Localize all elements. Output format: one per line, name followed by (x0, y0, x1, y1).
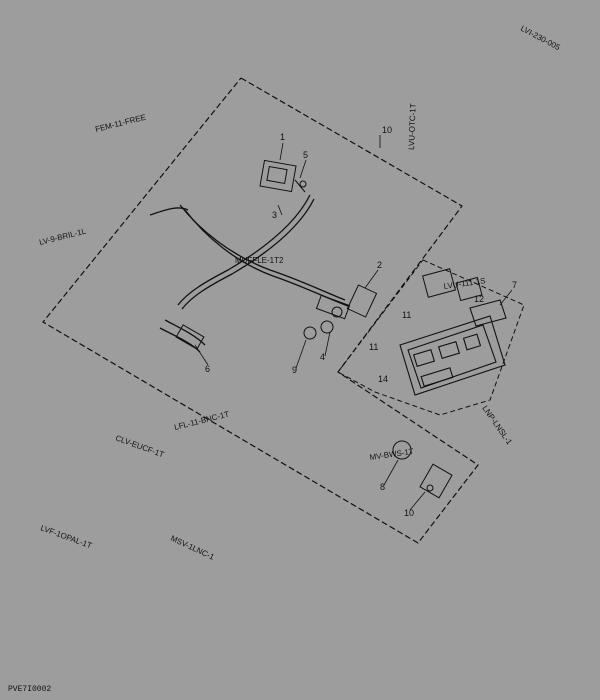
callout-4: 4 (320, 352, 325, 362)
callout-2: 2 (377, 260, 382, 270)
callout-5: 5 (303, 150, 308, 160)
callout-7: 7 (512, 280, 517, 290)
ref-lower-mid: LFL-11-BNC-1T (173, 410, 230, 432)
callout-8: 8 (380, 482, 385, 492)
callout-12: 12 (474, 294, 484, 304)
ref-center: MUFFLE-1T2 (235, 256, 284, 265)
figure-id: PVE7I0002 (8, 685, 52, 694)
callout-10-lower: 10 (404, 508, 414, 518)
ref-upper-left: FEM-11-FREE (94, 113, 146, 134)
connector-group (303, 284, 378, 340)
ref-bottom-left: LVF-1OPAL-1T (39, 523, 93, 550)
ref-vertical-top: LVU-OTC-1T (407, 103, 418, 150)
top-switch (422, 268, 483, 302)
display-console (399, 299, 507, 396)
callout-11-lower: 11 (369, 342, 378, 352)
ref-right-mid: LVU-111-1S (443, 276, 486, 291)
callout-9: 9 (292, 365, 297, 375)
callout-1: 1 (280, 132, 285, 142)
leader-lines (194, 135, 513, 511)
ref-right-vertical: LNP-LNSL-1 (480, 404, 514, 447)
ref-bottom-mid: MSV-1LNC-1 (169, 534, 216, 562)
relay-bracket (259, 159, 307, 193)
ref-top-right: LVI-230-005 (519, 24, 562, 53)
ref-bottom-center: MV-BWS-1T (369, 447, 414, 462)
lower-left-connector (175, 324, 205, 350)
ref-left-mid: LV-9-BRIL-1L (38, 226, 87, 246)
callout-11-upper: 11 (402, 310, 411, 320)
callout-14: 14 (378, 374, 388, 384)
callout-6: 6 (205, 364, 210, 374)
bottom-sensor (392, 440, 453, 499)
wiring-harness (149, 194, 349, 353)
callout-10: 10 (382, 125, 392, 135)
harness-enclosure (42, 77, 479, 544)
ref-lower-left: CLV-EUCF-1T (114, 433, 165, 459)
callout-3: 3 (272, 210, 277, 220)
